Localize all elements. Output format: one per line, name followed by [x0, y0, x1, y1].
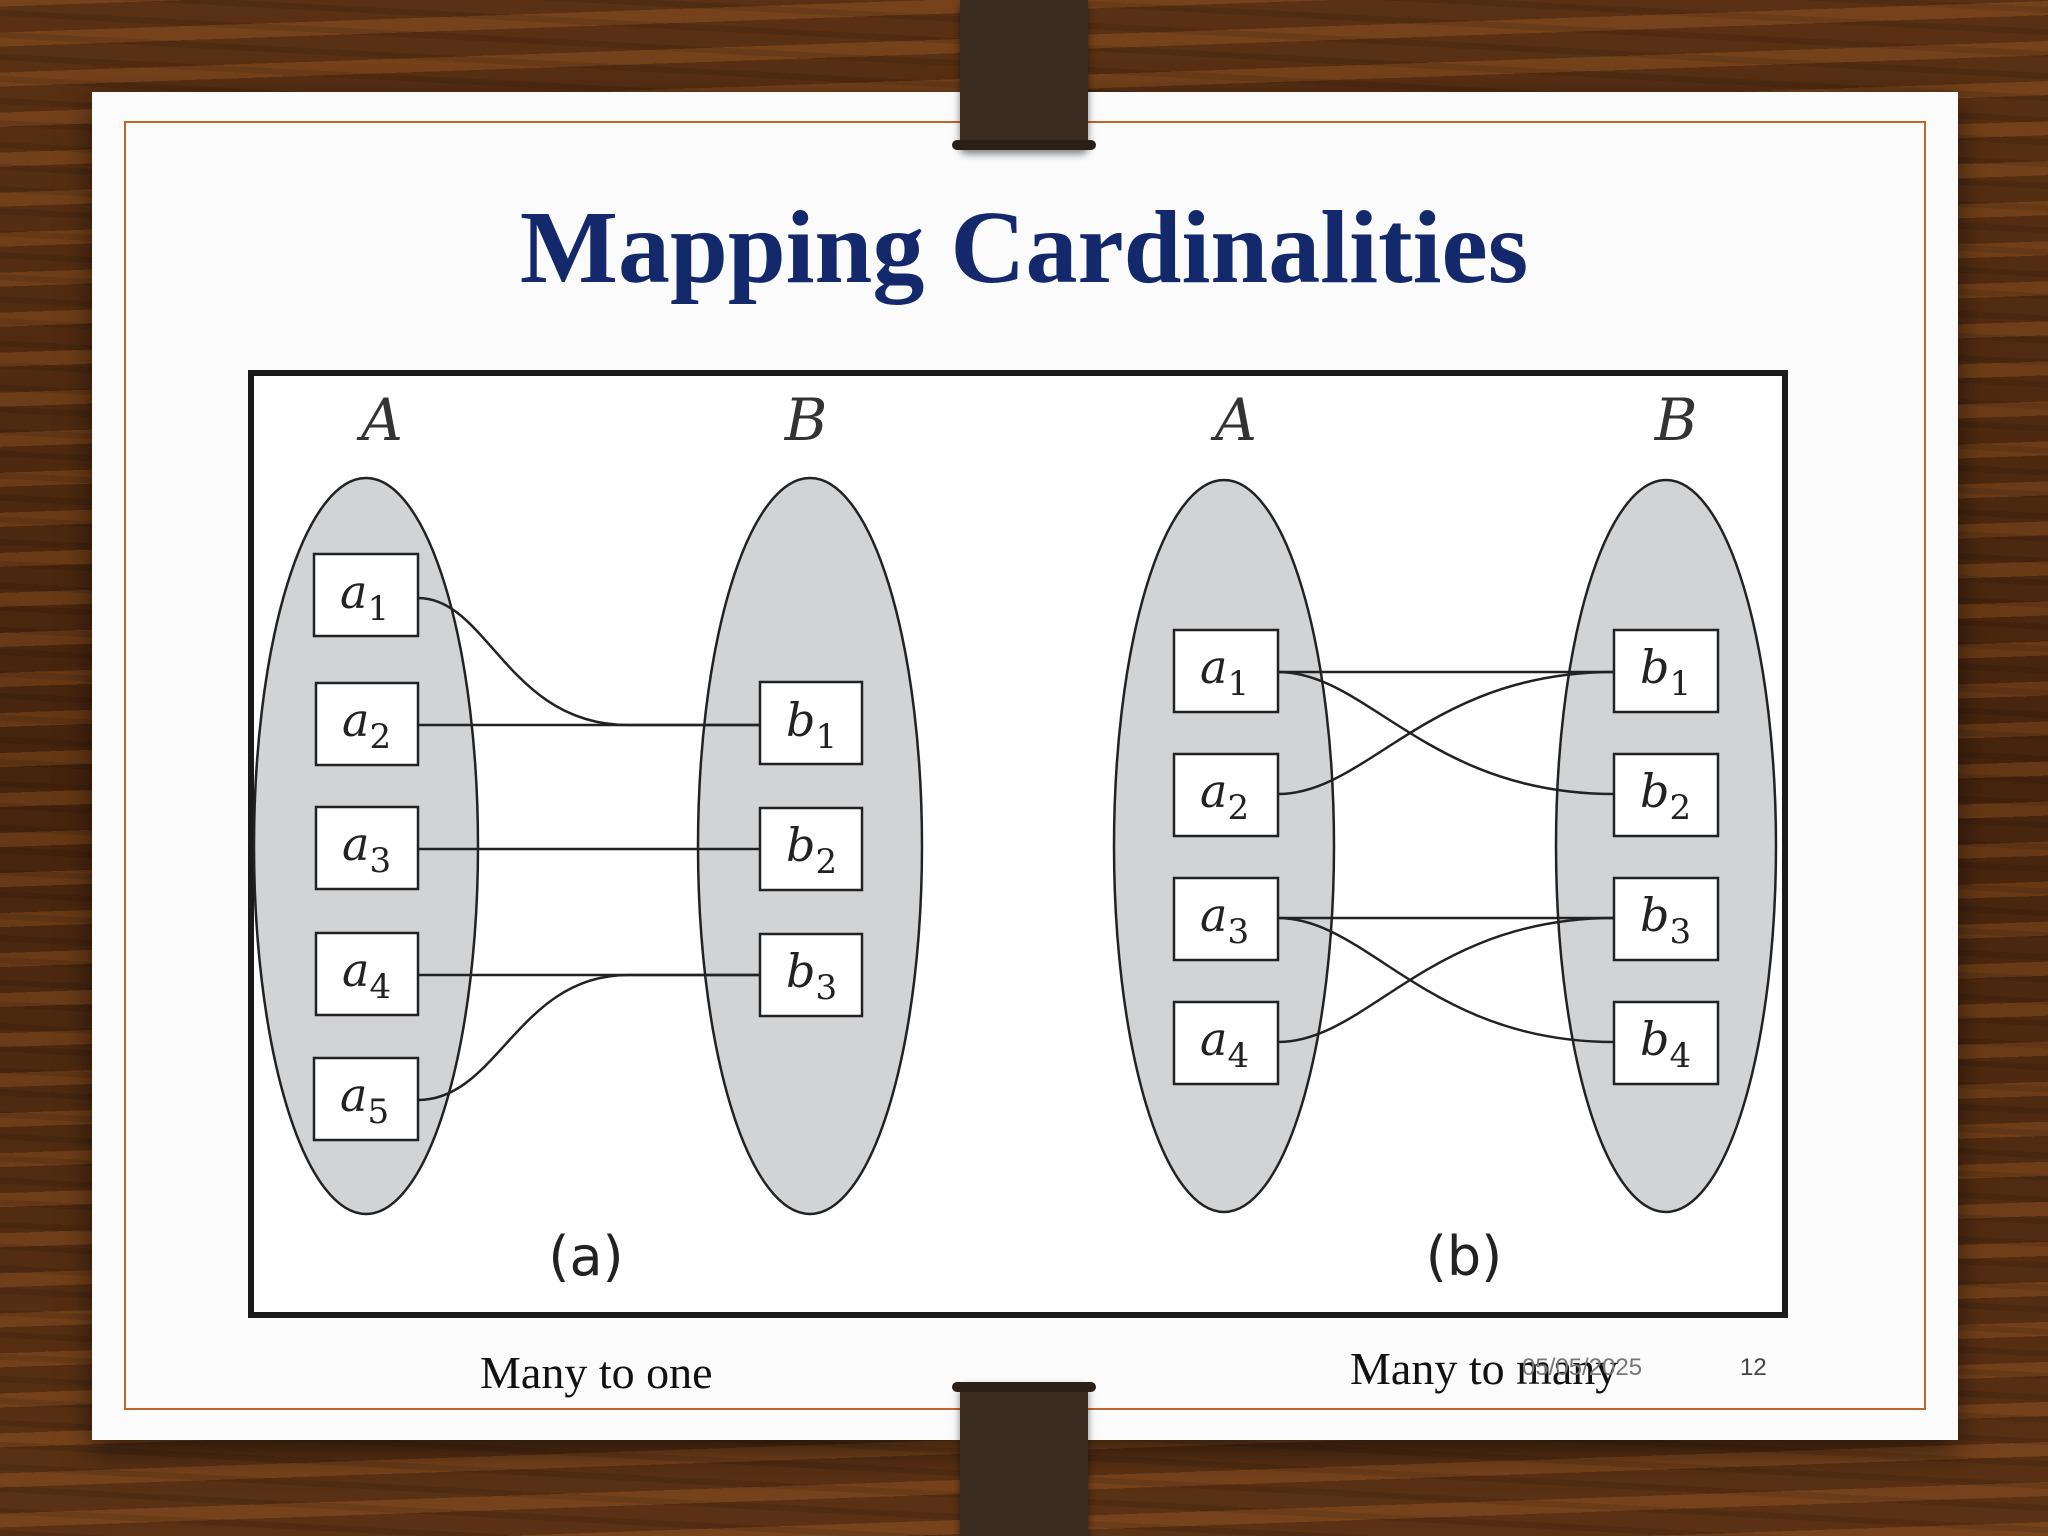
element-b1: b1 [758, 680, 864, 766]
element-b1-label-b: b [1640, 640, 1669, 694]
element-a3: a3 [314, 805, 420, 891]
svg-text:a4: a4 [342, 943, 391, 1007]
caption-many-to-many: Many to many [1350, 1343, 1619, 1394]
svg-text:a3: a3 [342, 817, 391, 881]
svg-text:a4: a4 [1200, 1012, 1249, 1076]
svg-text:a3: a3 [1200, 888, 1249, 952]
diagram-frame [248, 370, 1788, 1318]
svg-text:a1: a1 [1200, 640, 1249, 704]
element-b2-label-b: b [1640, 764, 1669, 818]
svg-text:b2: b2 [786, 818, 837, 882]
binder-clip-top [952, 0, 1096, 150]
mapping-line-a5-b3 [417, 973, 763, 1102]
svg-text:a5: a5 [340, 1068, 389, 1132]
set-a-ellipse-b [1112, 478, 1336, 1214]
diagram-a: A B a1 a2 a3 a4 a5 [252, 386, 924, 1288]
element-a2-label-b: a [1200, 764, 1227, 818]
svg-text:a2: a2 [342, 693, 391, 757]
mapping-line-a4-b3 [1277, 916, 1615, 1044]
svg-text:a1: a1 [340, 565, 389, 629]
footer-page-number: 12 [1740, 1354, 1767, 1381]
set-b-label-b: B [1654, 386, 1698, 454]
element-a1-b: a1 [1172, 628, 1280, 714]
set-b-label: B [784, 386, 828, 454]
element-a5-label: a [340, 1068, 367, 1122]
element-a4-b: a4 [1172, 1000, 1280, 1086]
diagram-b-label: (b) [1426, 1225, 1502, 1288]
element-b3-label: b [786, 944, 815, 998]
set-b-ellipse-b [1554, 478, 1778, 1214]
svg-text:b3: b3 [786, 944, 837, 1008]
element-b2-b: b2 [1612, 752, 1720, 838]
set-a-label: A [356, 386, 403, 454]
element-b2: b2 [758, 806, 864, 892]
slide-title: Mapping Cardinalities [519, 190, 1529, 305]
element-a2-label: a [342, 693, 369, 747]
svg-text:b3: b3 [1640, 888, 1691, 952]
element-a5: a5 [312, 1056, 420, 1142]
svg-text:a2: a2 [1200, 764, 1249, 828]
svg-text:b2: b2 [1640, 764, 1691, 828]
svg-text:b1: b1 [786, 693, 837, 757]
element-b3-b: b3 [1612, 876, 1720, 962]
diagram-a-label: (a) [548, 1225, 623, 1288]
element-a1-label: a [340, 565, 367, 619]
element-a2: a2 [314, 681, 420, 767]
element-a2-b: a2 [1172, 752, 1280, 838]
mapping-line-a2-b1 [1277, 670, 1615, 796]
element-a4: a4 [314, 931, 420, 1017]
binder-clip-bottom [952, 1382, 1096, 1536]
element-a4-label: a [342, 943, 369, 997]
element-b1-b: b1 [1612, 628, 1720, 714]
element-a3-b: a3 [1172, 876, 1280, 962]
caption-many-to-one: Many to one [480, 1347, 713, 1398]
mapping-line-a1-b1 [417, 596, 763, 727]
element-b2-label: b [786, 818, 815, 872]
element-a1-label-b: a [1200, 640, 1227, 694]
element-b3-label-b: b [1640, 888, 1669, 942]
element-b4-label-b: b [1640, 1012, 1669, 1066]
element-a1: a1 [312, 552, 420, 638]
svg-text:b1: b1 [1640, 640, 1691, 704]
element-b1-label: b [786, 693, 815, 747]
cardinality-diagram: .set-label { font-family: "DejaVu Serif"… [248, 370, 1788, 1318]
element-b4-b: b4 [1612, 1000, 1720, 1086]
svg-text:b4: b4 [1640, 1012, 1691, 1076]
element-a3-label-b: a [1200, 888, 1227, 942]
element-a4-label-b: a [1200, 1012, 1227, 1066]
footer-date: 05/05/2025 [1522, 1354, 1643, 1381]
set-a-label-b: A [1210, 386, 1257, 454]
diagram-b: A B a1 a2 a3 a4 b1 [1112, 386, 1778, 1288]
element-a3-label: a [342, 817, 369, 871]
element-b3: b3 [758, 932, 864, 1018]
